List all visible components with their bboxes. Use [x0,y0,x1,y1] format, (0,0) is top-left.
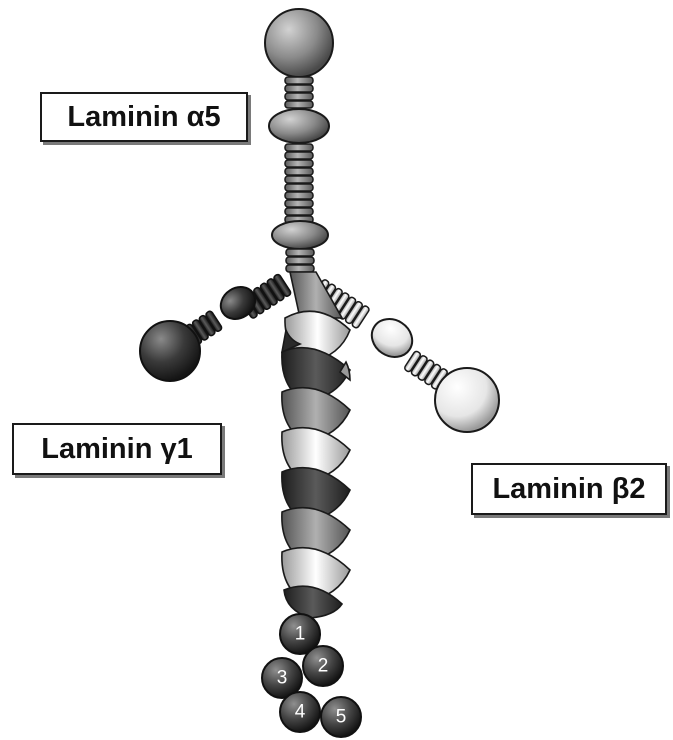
alpha-egf-rod-junction [286,249,314,272]
label-laminin-beta2-text: Laminin β2 [492,473,645,506]
gamma-n-terminal-globule [140,321,200,381]
alpha-chain-short-arm [265,9,333,272]
gamma-globular-domain [215,281,262,326]
lg-domains: 1 2 3 4 5 [262,614,361,737]
lg-domain-2: 2 [303,646,343,686]
label-laminin-gamma1: Laminin γ1 [12,423,222,475]
alpha-egf-rod-lower [285,144,313,223]
alpha-egf-rod-upper [285,77,313,108]
svg-text:2: 2 [318,656,329,677]
coiled-coil-long-arm [282,272,350,618]
beta-n-terminal-globule [435,368,499,432]
label-laminin-alpha5: Laminin α5 [40,92,248,142]
svg-text:5: 5 [336,707,347,728]
alpha-globular-domain-upper [269,109,329,143]
alpha-n-terminal-globule [265,9,333,77]
gamma-chain-short-arm [140,273,292,381]
svg-text:1: 1 [295,624,306,645]
label-laminin-gamma1-text: Laminin γ1 [41,433,193,466]
label-laminin-beta2: Laminin β2 [471,463,667,515]
lg-domain-5: 5 [321,697,361,737]
label-laminin-alpha5-text: Laminin α5 [67,101,220,134]
svg-text:3: 3 [277,668,288,689]
lg-domain-4: 4 [280,692,320,732]
svg-text:4: 4 [295,702,306,723]
alpha-globular-domain-lower [272,221,328,249]
